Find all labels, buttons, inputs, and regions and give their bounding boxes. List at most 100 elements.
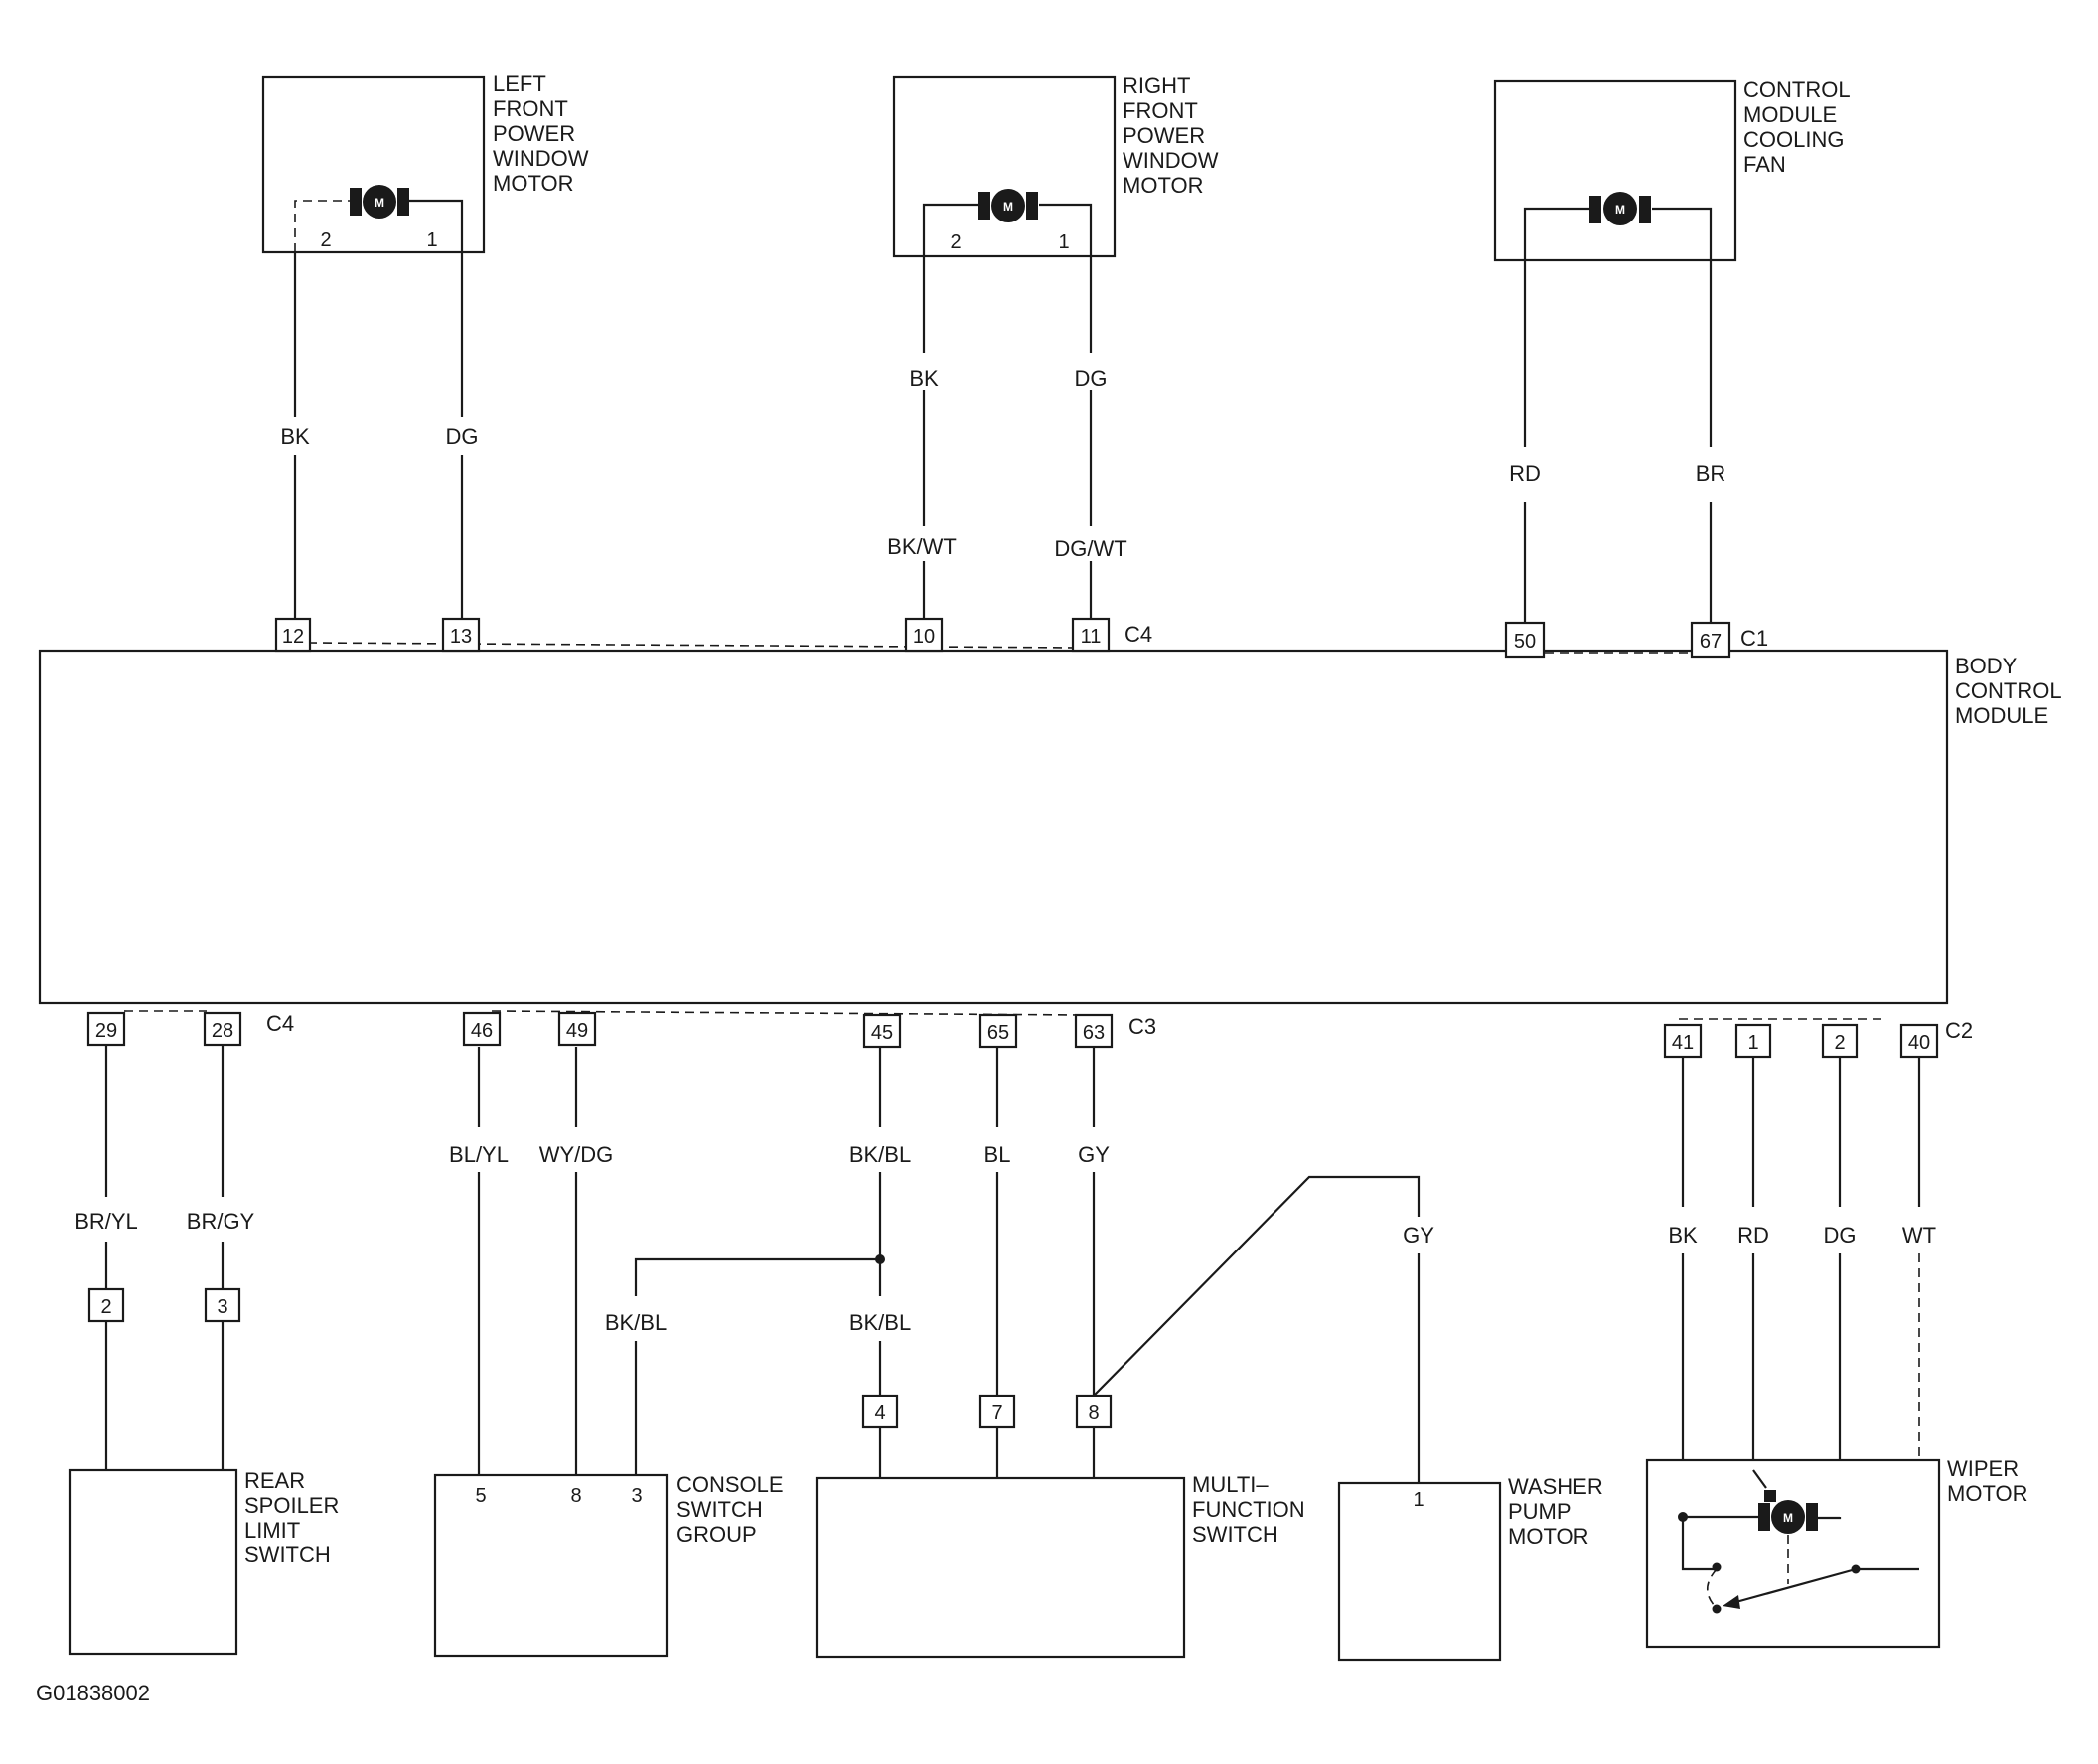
body-control-module: BODY CONTROL MODULE: [38, 649, 2062, 1005]
wire-label-mf-bkbl: BK/BL: [849, 1310, 911, 1335]
wire-label-rf-dgwt: DG/WT: [1054, 536, 1126, 561]
bcm-pin-40-label: 40: [1908, 1032, 1930, 1054]
bcm-pin-11-label: 11: [1081, 626, 1102, 648]
bcm-pin-49: 49: [557, 1011, 597, 1047]
wiper-motor-brush-left: [1758, 1503, 1770, 1531]
bcm-pin-10: 10: [904, 617, 944, 653]
wiper-park-arc: [1706, 1568, 1718, 1608]
fan-name-2: MODULE: [1743, 102, 1837, 127]
wiper-dg-to-motor: [1818, 1516, 1842, 1520]
washer-pin-1: 1: [1413, 1489, 1424, 1511]
mf-pin-8: 8: [1075, 1394, 1113, 1429]
washer-pump-box: [1337, 1481, 1502, 1662]
wire-label-fan-rd: RD: [1509, 461, 1541, 486]
wire-label-cs-bkbl: BK/BL: [605, 1310, 667, 1335]
connector-c4-top-line: [307, 642, 1079, 649]
fan-name-1: CONTROL: [1743, 77, 1851, 102]
console-switch-group: 5 8 3 CONSOLE SWITCH GROUP: [433, 1472, 784, 1658]
lf-motor-box: [261, 75, 486, 254]
lf-internal-wire-2: [294, 200, 350, 252]
wiper-motor: WIPER MOTOR M: [1645, 1456, 2027, 1649]
bcm-pin-45: 45: [862, 1013, 902, 1049]
console-pin-3: 3: [631, 1485, 642, 1507]
lf-name-2: FRONT: [493, 96, 568, 121]
rf-internal-wire-2: [922, 203, 978, 256]
spoiler-name-1: REAR: [244, 1468, 305, 1493]
multi-function-switch: MULTI– FUNCTION SWITCH: [815, 1472, 1305, 1659]
bcm-pin-50-label: 50: [1514, 631, 1536, 653]
spoiler-name-4: SWITCH: [244, 1543, 331, 1567]
spoiler-pin-2: 2: [87, 1287, 125, 1323]
lf-motor-symbol: M: [375, 196, 384, 210]
wiper-motor-brush-right: [1806, 1503, 1818, 1531]
wire-label-wi-dg: DG: [1824, 1223, 1857, 1248]
fan-name-3: COOLING: [1743, 127, 1844, 152]
bcm-pin-13-label: 13: [450, 626, 472, 648]
washer-name-3: MOTOR: [1508, 1524, 1588, 1548]
wiper-rd-to-motor: [1752, 1469, 1767, 1489]
spoiler-name-3: LIMIT: [244, 1518, 300, 1543]
bcm-pin-10-label: 10: [913, 626, 935, 648]
bcm-pin-2-label: 2: [1834, 1032, 1845, 1054]
wiper-bk-park-branch: [1681, 1517, 1714, 1571]
bcm-pin-13: 13: [441, 617, 481, 653]
bcm-pin-65: 65: [978, 1013, 1018, 1049]
connector-c4-top-label: C4: [1124, 622, 1152, 647]
wiper-name-2: MOTOR: [1947, 1481, 2027, 1506]
washer-name-1: WASHER: [1508, 1474, 1603, 1499]
rear-spoiler-limit-switch: REAR SPOILER LIMIT SWITCH: [68, 1468, 339, 1656]
spoiler-name-2: SPOILER: [244, 1493, 339, 1518]
lf-pin-2: 2: [320, 229, 331, 251]
wiper-switch-arm: [1731, 1567, 1857, 1605]
wire-label-rf-dg: DG: [1075, 367, 1108, 391]
spoiler-pin-3: 3: [204, 1287, 241, 1323]
rf-motor-box: [892, 75, 1117, 258]
mf-name-1: MULTI–: [1192, 1472, 1269, 1497]
multi-function-box: [815, 1476, 1186, 1659]
wiper-switch-arrow-icon: [1723, 1595, 1740, 1609]
mf-pin-7: 7: [978, 1394, 1016, 1429]
wiper-park-contact-1: [1712, 1562, 1722, 1572]
bcm-pin-46-label: 46: [471, 1020, 493, 1042]
wiper-motor-brush-top: [1764, 1490, 1776, 1502]
spoiler-pin-3-label: 3: [217, 1296, 227, 1318]
bcm-pin-12-label: 12: [282, 626, 304, 648]
bcm-pin-12: 12: [274, 617, 312, 653]
bcm-pin-49-label: 49: [566, 1020, 588, 1042]
wire-label-lf-dg: DG: [446, 424, 479, 449]
fan-motor-brush-right: [1639, 196, 1651, 223]
spoiler-switch-box: [68, 1468, 238, 1656]
cooling-fan: CONTROL MODULE COOLING FAN M: [1493, 77, 1851, 262]
mf-name-3: SWITCH: [1192, 1522, 1278, 1546]
washer-pump-motor: 1 WASHER PUMP MOTOR: [1337, 1474, 1603, 1662]
bcm-pin-41-label: 41: [1672, 1032, 1694, 1054]
bcm-pin-40: 40: [1899, 1023, 1939, 1059]
wire-label-rf-bk: BK: [909, 367, 939, 391]
wire-cs-bkbl-upper: [634, 1257, 880, 1296]
bcm-pin-45-label: 45: [871, 1022, 893, 1044]
console-name-3: GROUP: [676, 1522, 757, 1546]
wire-label-sp-bryl: BR/YL: [75, 1209, 138, 1234]
mf-pin-7-label: 7: [991, 1402, 1002, 1424]
wire-label-wp-gy: GY: [1403, 1223, 1434, 1248]
wire-label-mf-bl: BL: [984, 1142, 1011, 1167]
left-front-window-motor: LEFT FRONT POWER WINDOW MOTOR M 2 1: [261, 72, 589, 254]
splice-dot-bkbl: [875, 1254, 885, 1264]
wire-label-cs-blyl: BL/YL: [449, 1142, 509, 1167]
figure-id: G01838002: [36, 1681, 150, 1705]
rf-name-2: FRONT: [1123, 98, 1198, 123]
rf-pin-2: 2: [950, 231, 961, 253]
fan-name-4: FAN: [1743, 152, 1786, 177]
console-name-2: SWITCH: [676, 1497, 763, 1522]
rf-internal-wire-1: [1039, 203, 1093, 256]
lf-name-5: MOTOR: [493, 171, 573, 196]
bcm-pin-67-label: 67: [1700, 631, 1722, 653]
bcm-pin-28-label: 28: [212, 1020, 233, 1042]
mf-pin-8-label: 8: [1088, 1402, 1099, 1424]
fan-internal-wire-br: [1652, 207, 1713, 260]
connector-c2-label: C2: [1945, 1018, 1973, 1043]
rf-name-4: WINDOW: [1123, 148, 1219, 173]
bcm-pin-63: 63: [1074, 1013, 1114, 1049]
fan-internal-wire-rd: [1523, 207, 1589, 260]
connector-c3-label: C3: [1128, 1014, 1156, 1039]
